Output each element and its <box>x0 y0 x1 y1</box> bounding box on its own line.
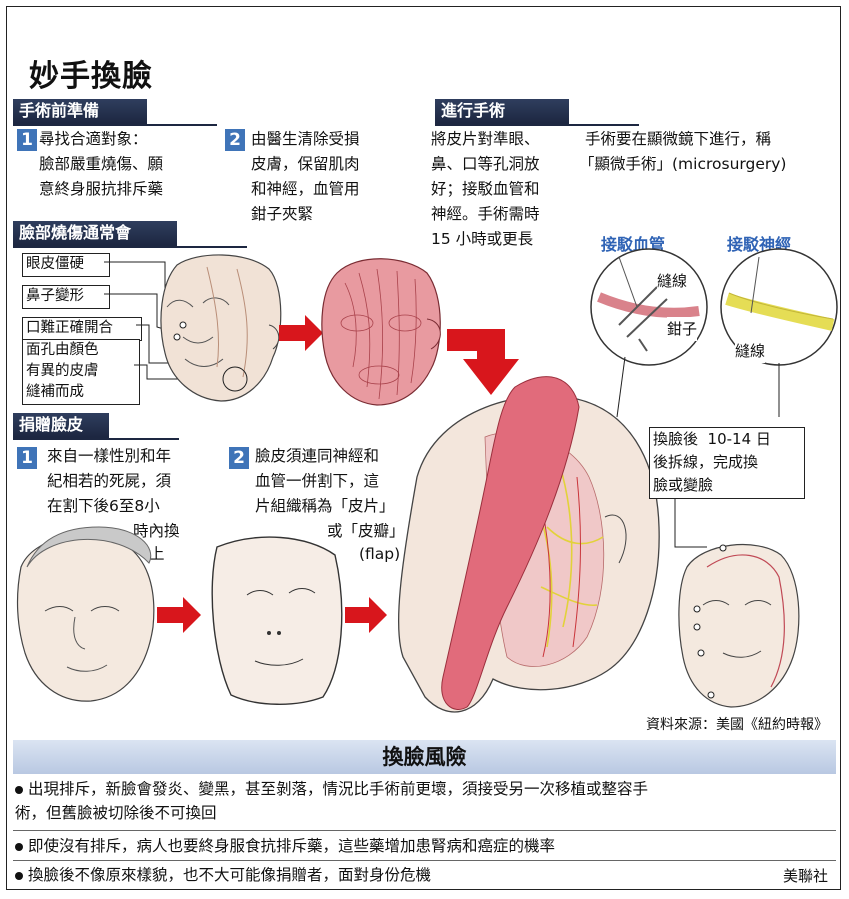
muscle-face-illustration <box>321 258 441 406</box>
suture-label-nerve: 縫線 <box>735 339 766 363</box>
surgery-left-line2: 鼻、口等孔洞放 <box>431 155 540 173</box>
donor-step2-line4: 或「皮瓣」 <box>327 522 405 540</box>
burn-label-eyelid: 眼皮僵硬 <box>22 253 110 277</box>
burn-label-mouth: 口難正確開合 <box>22 317 142 341</box>
skin-flap-illustration <box>211 536 343 705</box>
donor-step1-line5: 上 <box>149 545 165 563</box>
section-header-donor: 捐贈臉皮 <box>13 413 179 440</box>
arrow-right-2 <box>157 597 201 633</box>
prep-step2-line1: 由醫生清除受損 <box>251 130 360 148</box>
after-surgery-face-illustration <box>678 543 800 708</box>
burn-label-nose: 鼻子變形 <box>22 285 110 309</box>
bullet-icon <box>15 871 23 880</box>
risk-divider-2 <box>13 860 836 861</box>
risk-header-bar: 換臉風險 <box>13 740 836 774</box>
news-agency-credit: 美聯社 <box>782 867 828 885</box>
risk-item-2: 即使沒有排斥，病人也要終身服食抗排斥藥，這些藥增加患腎病和癌症的機率 <box>15 834 555 858</box>
donor-step1-line1: 來自一樣性別和年 <box>47 447 172 465</box>
section-header-surgery: 進行手術 <box>435 99 639 126</box>
risk-item-3: 換臉後不像原來樣貌，也不大可能像捐贈者，面對身份危機 <box>15 863 431 887</box>
surgery-left-line1: 將皮片對準眼、 <box>431 130 540 148</box>
donor-face-illustration <box>16 526 155 702</box>
source-credit: 資料來源：美國《紐約時報》 <box>646 717 828 733</box>
donor-step1-line2: 紀相若的死屍，須 <box>47 472 172 490</box>
surgery-left-line5: 15 小時或更長 <box>431 230 534 248</box>
donor-step1-line4: 時內換 <box>133 522 180 540</box>
surgery-right-line2: 「顯微手術」(microsurgery) <box>579 155 787 173</box>
donor-step2-line5: (flap) <box>359 545 401 563</box>
bullet-icon <box>15 785 23 794</box>
donor-step2-line1: 臉皮須連同神經和 <box>255 447 380 465</box>
donor-step1-line3: 在割下後6至8小 <box>47 497 160 515</box>
arrow-right-3 <box>345 597 387 633</box>
risk-divider-1 <box>13 830 836 831</box>
burned-face-illustration <box>160 254 282 402</box>
donor-step2-line3: 片組織稱為「皮片」 <box>255 497 395 515</box>
donor-step2-line2: 血管一併割下，這 <box>255 472 380 490</box>
bullet-icon <box>15 842 23 851</box>
surgery-left-line4: 神經。手術需時 <box>431 205 540 223</box>
clamp-label: 鉗子 <box>667 317 698 341</box>
after-box-leader <box>674 477 707 548</box>
prep-step2-line2: 皮膚，保留肌肉 <box>251 155 360 173</box>
surgery-left-line3: 好；接駁血管和 <box>431 180 540 198</box>
after-surgery-box: 換臉後 10-14 日 後拆線，完成換 臉或變臉 <box>649 427 805 499</box>
risk-item-1: 出現排斥，新臉會發炎、變黑，甚至剝落，情況比手術前更壞，須接受另一次移植或整容手… <box>15 780 649 822</box>
surgery-head-illustration <box>397 376 660 713</box>
step-number-prep-2: 2 <box>225 129 245 151</box>
prep-step1-line2: 臉部嚴重燒傷、願 <box>39 155 164 173</box>
infographic-frame: 妙手換臉 手術前準備 1 尋找合適對象： 臉部嚴重燒傷、願 意終身服抗排斥藥 2… <box>6 6 841 890</box>
nerve-connection-circle <box>720 248 838 417</box>
illustration-layer <box>16 248 838 713</box>
arrow-right-1 <box>279 315 323 351</box>
page-title: 妙手換臉 <box>29 59 153 94</box>
section-header-prep: 手術前準備 <box>13 99 217 126</box>
section-header-burn: 臉部燒傷通常會 <box>13 221 247 248</box>
prep-step2-line4: 鉗子夾緊 <box>251 205 314 223</box>
step-number-donor-1: 1 <box>17 447 37 469</box>
arrow-down-bent <box>447 329 519 395</box>
step-number-donor-2: 2 <box>229 447 249 469</box>
surgery-right-line1: 手術要在顯微鏡下進行，稱 <box>585 130 772 148</box>
prep-step1-line3: 意終身服抗排斥藥 <box>39 180 164 198</box>
prep-step1-line1: 尋找合適對象： <box>39 130 148 148</box>
suture-label-vessel: 縫線 <box>657 269 688 293</box>
prep-step2-line3: 和神經，血管用 <box>251 180 360 198</box>
burn-label-skin-patch: 面孔由顏色 有異的皮膚 縫補而成 <box>22 339 140 405</box>
step-number-prep-1: 1 <box>17 129 37 151</box>
